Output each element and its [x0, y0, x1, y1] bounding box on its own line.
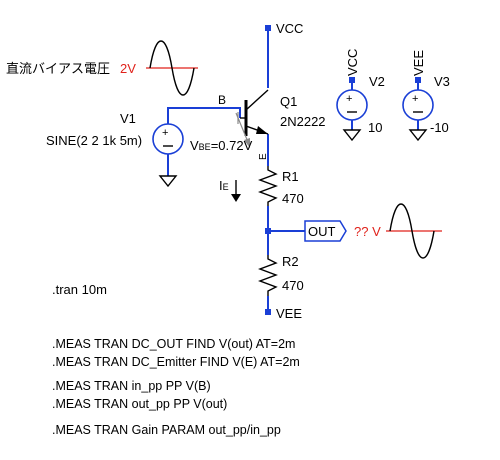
- label-v1-name: V1: [120, 111, 136, 126]
- node-v2-top: [349, 77, 355, 83]
- resistor-r2-icon: [258, 255, 278, 296]
- label-bias-text: 直流バイアス電圧: [6, 61, 110, 76]
- labels: VCC 直流バイアス電圧 2V V1 SINE(2 2 1k 5m) B VBE…: [6, 21, 450, 321]
- node-markers: [265, 25, 421, 315]
- input-sine-icon: [149, 40, 195, 96]
- resistor-r1-icon: [258, 166, 278, 206]
- directive-line: .MEAS TRAN DC_Emitter FIND V(E) AT=2m: [52, 355, 300, 369]
- label-ie-sub: E: [223, 182, 229, 192]
- directive-line: .MEAS TRAN out_pp PP V(out): [52, 397, 227, 411]
- v2-plus-icon: +: [346, 93, 352, 105]
- emitter-arrow-icon: [256, 126, 268, 134]
- label-v2-name: V2: [369, 74, 385, 89]
- label-v3-name: V3: [434, 74, 450, 89]
- node-out-junction: [265, 228, 271, 234]
- ground-v3-icon: [408, 129, 428, 142]
- label-r1-value: 470: [282, 191, 304, 206]
- label-b-node: B: [218, 93, 226, 107]
- label-r2-name: R2: [282, 254, 299, 269]
- label-vbe-sub: BE: [199, 142, 211, 152]
- label-e-node: E: [258, 153, 269, 160]
- label-vbe: VBE=0.72V: [190, 138, 253, 153]
- vbe-annotation: [235, 112, 250, 148]
- label-q1-model: 2N2222: [280, 114, 326, 129]
- spice-directives: .MEAS TRAN DC_OUT FIND V(out) AT=2m .MEA…: [52, 337, 300, 437]
- directive-line: .MEAS TRAN Gain PARAM out_pp/in_pp: [52, 423, 281, 437]
- label-v3-top: VEE: [411, 50, 426, 76]
- directive-line: .MEAS TRAN DC_OUT FIND V(out) AT=2m: [52, 337, 295, 351]
- ie-arrow-icon: [231, 180, 241, 202]
- node-vcc-top: [265, 25, 271, 31]
- label-v2-value: 10: [368, 120, 382, 135]
- node-v3-top: [415, 77, 421, 83]
- label-vcc-top: VCC: [276, 21, 303, 36]
- ground-v2-icon: [342, 129, 362, 142]
- label-v3-value: -10: [430, 120, 449, 135]
- transistor-q1: [240, 89, 269, 136]
- source-v3: +: [402, 89, 434, 142]
- label-q1-name: Q1: [280, 94, 297, 109]
- ground-v1-icon: [158, 175, 178, 188]
- wire-base: [167, 107, 241, 124]
- label-r1-name: R1: [282, 169, 299, 184]
- v3-plus-icon: +: [412, 93, 418, 105]
- label-r2-value: 470: [282, 278, 304, 293]
- label-out-value: ?? V: [354, 224, 381, 239]
- directive-line: .MEAS TRAN in_pp PP V(B): [52, 379, 211, 393]
- label-vee-bottom: VEE: [276, 306, 302, 321]
- label-ie: IE: [219, 178, 229, 193]
- label-out: OUT: [308, 224, 336, 239]
- output-sine-icon: [389, 203, 435, 259]
- source-v2: +: [336, 89, 368, 142]
- source-v1: +: [152, 123, 184, 188]
- label-v1-value: SINE(2 2 1k 5m): [46, 133, 142, 148]
- label-bias-value: 2V: [120, 61, 136, 76]
- wires: [167, 28, 419, 312]
- label-tran: .tran 10m: [52, 282, 107, 297]
- label-v2-top: VCC: [345, 49, 360, 76]
- label-vbe-main: V: [190, 138, 199, 153]
- v1-plus-icon: +: [162, 127, 168, 139]
- node-vee-bottom: [265, 309, 271, 315]
- label-vbe-value: =0.72V: [211, 138, 253, 153]
- out-net-flag: [304, 220, 347, 242]
- label-ie-main: I: [219, 178, 223, 193]
